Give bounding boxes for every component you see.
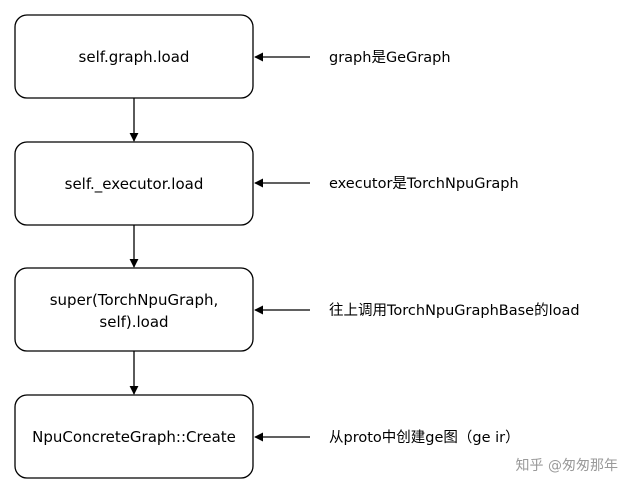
- watermark-text: 知乎 @匆匆那年: [516, 457, 618, 474]
- step-box-1: self.graph.load: [14, 14, 254, 99]
- step-label-3-line-1: super(TorchNpuGraph,: [50, 291, 219, 309]
- annotation-text-3: 往上调用TorchNpuGraphBase的load: [329, 302, 580, 319]
- step-box-2: self._executor.load: [14, 141, 254, 226]
- step-label-4: NpuConcreteGraph::Create: [32, 428, 236, 446]
- step-label-3-line-2: self).load: [99, 313, 168, 331]
- step-label-1: self.graph.load: [79, 48, 190, 66]
- annotation-text-4: 从proto中创建ge图（ge ir）: [329, 429, 520, 446]
- annotation-text-1: graph是GeGraph: [329, 50, 451, 66]
- step-label-2: self._executor.load: [65, 175, 204, 194]
- step-box-4: NpuConcreteGraph::Create: [14, 394, 254, 479]
- annotation-text-2: executor是TorchNpuGraph: [329, 176, 519, 192]
- step-box-3: super(TorchNpuGraph, self).load: [14, 267, 254, 352]
